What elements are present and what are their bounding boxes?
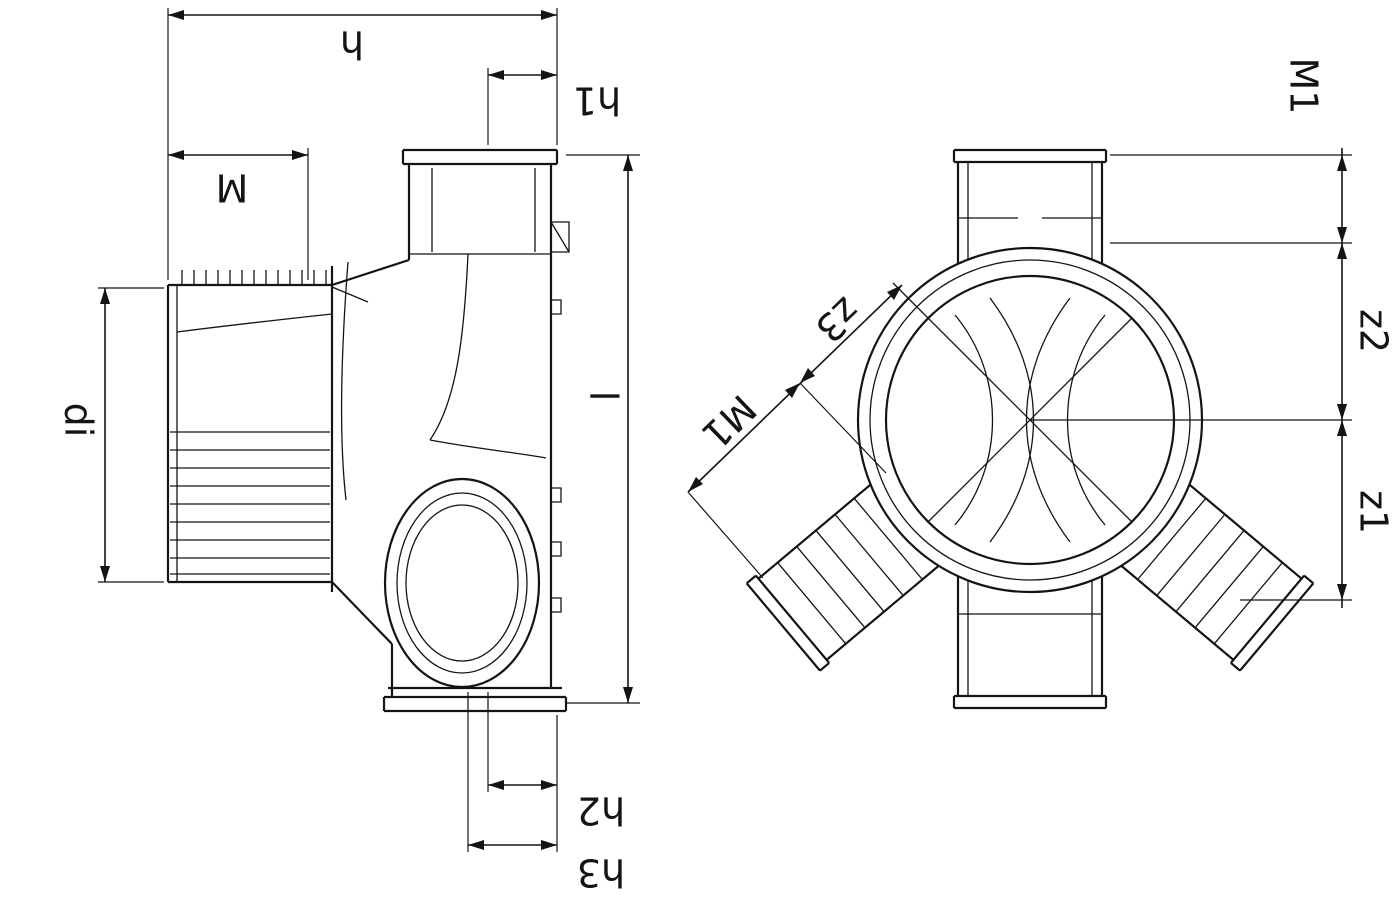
dim-label-h2: h2	[577, 789, 625, 833]
dim-label-M1-top: M1	[1282, 58, 1326, 115]
dim-M: M	[168, 150, 308, 210]
spherical-body	[856, 246, 1352, 594]
dim-label-h: h	[340, 23, 364, 67]
spigot-thread-ticks	[181, 270, 327, 285]
dim-h1: h1	[488, 70, 621, 123]
side-view: h h1 M di	[57, 8, 640, 895]
right-branch-socket	[1110, 474, 1315, 672]
dim-label-l: l	[582, 391, 626, 402]
bottom-socket-front	[952, 560, 1108, 710]
dim-label-z1: z1	[1352, 490, 1396, 534]
ribbed-spigot	[166, 270, 333, 584]
dim-h: h	[168, 10, 557, 67]
front-view: M1 z2 z1 z3 M1	[687, 58, 1396, 710]
left-branch-socket	[745, 474, 950, 672]
bore-curves	[954, 297, 1106, 543]
branch-socket-mouth	[383, 477, 541, 689]
dim-label-h3: h3	[577, 851, 625, 895]
dim-di: di	[57, 288, 110, 582]
side-view-dimensions: h h1 M di	[57, 8, 640, 895]
top-socket-side	[401, 148, 559, 255]
dim-label-di: di	[57, 403, 101, 438]
dim-label-z2: z2	[1352, 309, 1396, 353]
spigot-ribs	[170, 431, 330, 575]
vertical-body	[330, 253, 562, 697]
bottom-socket-side	[382, 686, 568, 713]
top-socket-front	[952, 148, 1108, 270]
dim-h3: h3	[468, 840, 625, 895]
dim-label-z3: z3	[807, 289, 869, 351]
dim-label-M: M	[216, 166, 249, 210]
dim-label-M1-diagonal: M1	[693, 386, 765, 457]
dim-label-h1: h1	[573, 79, 621, 123]
dim-l: l	[582, 155, 633, 703]
dim-chain-vertical: M1 z2 z1	[1282, 58, 1396, 608]
dim-h2: h2	[488, 780, 625, 833]
clamp-tab	[550, 221, 570, 253]
